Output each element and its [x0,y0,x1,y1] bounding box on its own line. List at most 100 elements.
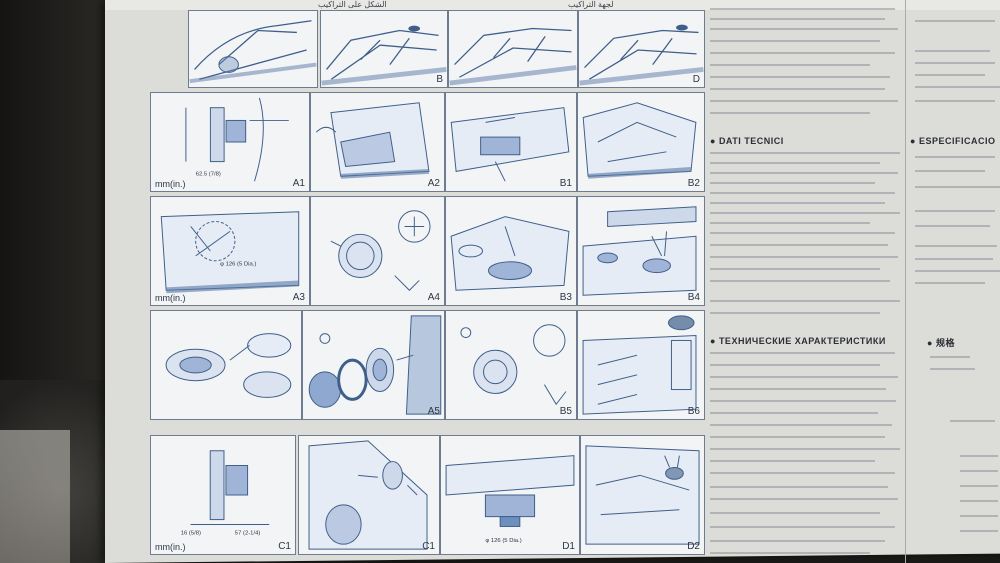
spec-text-line [710,526,895,528]
spec-text-line [915,282,985,284]
spec-text-line [710,192,895,194]
chinese-specs-title-text: 规格 [935,338,955,348]
sheet-top-edge [105,0,1000,10]
italian-specs-title: ● DATI TECNICI [710,136,784,146]
spec-text-line [710,244,888,246]
panel-B3: B3 [445,196,577,306]
spec-text-line [915,156,995,158]
spec-text-line [710,498,898,500]
spec-text-line [915,258,993,260]
spec-text-line [915,74,985,76]
spec-text-line [710,312,880,314]
specifications-area: ● DATI TECNICI ● ESPECIFICACIO ● ТЕХНИЧЕ… [705,0,1000,563]
panel-B1: B1 [445,92,577,192]
panel-A1: 62.5 (7/8) mm(in.) A1 [150,92,310,192]
floor-patch [0,430,70,563]
spec-text-line [710,212,900,214]
mm-label: mm(in.) [155,542,186,552]
spec-text-line [915,100,995,102]
panel-C1-install: C1 [298,435,440,555]
installation-diagram-grid: B D 62.5 (7/8) mm(in.) A1 A2 B1 B2 [150,10,705,560]
spec-text-line [950,420,995,422]
spec-text-line [710,388,886,390]
spec-text-line [710,162,880,164]
panel-A2: A2 [310,92,445,192]
spec-text-line [710,182,875,184]
svg-text:62.5 (7/8): 62.5 (7/8) [196,171,221,177]
spec-text-line [710,352,895,354]
column-divider [905,0,906,563]
panel-label: C1 [422,541,435,552]
spec-text-line [915,20,995,22]
spec-text-line [960,485,998,487]
panel-label: D2 [687,541,700,552]
spec-text-line [710,376,898,378]
panel-B4: B4 [577,196,705,306]
spec-text-line [915,270,1000,272]
panel-B2: B2 [577,92,705,192]
spec-text-line [960,470,998,472]
panel-row1-col2: B [320,10,448,88]
panel-label: A3 [292,292,305,303]
spec-text-line [710,472,895,474]
svg-text:57 (2-1/4): 57 (2-1/4) [235,530,261,536]
panel-B5: B5 [445,310,577,420]
spec-text-line [710,424,892,426]
spec-text-line [710,256,898,258]
svg-text:16 (5/8): 16 (5/8) [181,530,201,536]
panel-label: A2 [427,178,440,189]
spec-text-line [710,8,895,10]
panel-B6: B6 [577,310,705,420]
spec-text-line [710,172,898,174]
svg-text:φ 126 (5 Dia.): φ 126 (5 Dia.) [220,262,256,268]
spec-text-line [710,64,870,66]
panel-A5: A5 [302,310,445,420]
spec-text-line [710,512,880,514]
spec-text-line [915,210,995,212]
spec-text-line [915,50,990,52]
panel-label: B4 [687,292,700,303]
spec-text-line [915,86,1000,88]
spec-text-line [710,28,898,30]
spec-text-line [710,76,890,78]
spec-text-line [915,225,990,227]
spec-text-line [710,412,878,414]
spec-text-line [930,356,970,358]
spec-text-line [710,88,885,90]
spec-text-line [710,436,885,438]
panel-C1-dimensions: 16 (5/8)57 (2-1/4) mm(in.) C1 [150,435,296,555]
panel-label: B5 [559,406,572,417]
panel-label: D1 [562,541,575,552]
panel-label: A5 [427,406,440,417]
panel-label: B [436,74,443,85]
chinese-specs-title: ● 规格 [927,338,955,348]
spec-text-line [960,500,998,502]
panel-A3: φ 126 (5 Dia.) mm(in.) A3 [150,196,310,306]
arabic-heading-right: لجهة التراكيب [568,0,614,9]
panel-D1: φ 126 (5 Dia.) D1 [440,435,580,555]
spanish-specs-title: ● ESPECIFICACIO [910,136,996,146]
panel-label: A4 [427,292,440,303]
spec-text-line [710,540,885,542]
spanish-specs-title-text: ESPECIFICACIO [918,136,996,146]
spec-text-line [710,400,896,402]
spec-text-line [915,62,995,64]
mm-label: mm(in.) [155,179,186,189]
panel-A4: A4 [310,196,445,306]
spec-text-line [710,280,890,282]
spec-text-line [710,112,870,114]
spec-text-line [915,170,985,172]
panel-label: B2 [687,178,700,189]
spec-text-line [915,186,1000,188]
spec-text-line [710,448,900,450]
spec-text-line [710,232,895,234]
spec-text-line [710,300,900,302]
spec-text-line [710,268,880,270]
spec-text-line [710,152,900,154]
spec-text-line [710,222,870,224]
panel-label: A1 [292,178,305,189]
russian-specs-title-text: ТЕХНИЧЕСКИЕ ХАРАКТЕРИСТИКИ [718,336,886,346]
svg-text:φ 126 (5 Dia.): φ 126 (5 Dia.) [485,538,521,544]
spec-text-line [710,552,870,554]
